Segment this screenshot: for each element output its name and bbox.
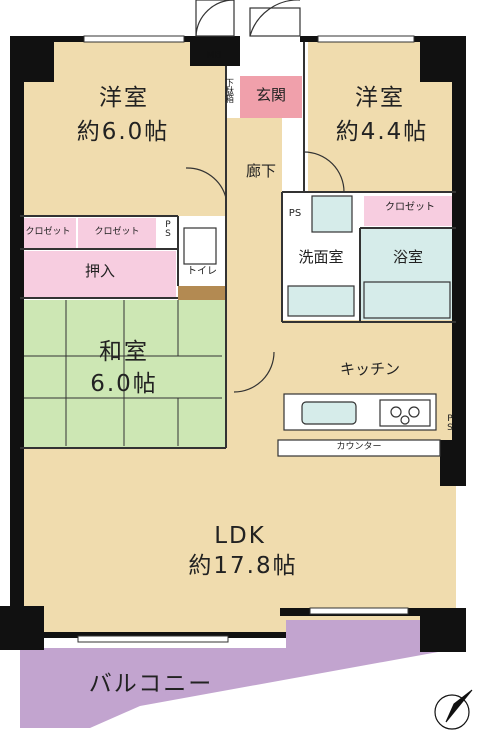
closet-3 (364, 196, 456, 226)
washroom-label: 洗面室 (298, 248, 344, 266)
western-room-1-size: 約6.0帖 (76, 119, 170, 145)
counter-label: カウンター (336, 442, 382, 452)
oshiire-label: 押入 (84, 262, 115, 280)
entrance-floor (240, 76, 302, 118)
corridor-floor (226, 118, 282, 448)
ldk-floor (20, 446, 456, 636)
bathroom-label: 浴室 (392, 248, 423, 266)
closet-1-label: クロゼット (25, 227, 71, 237)
western-room-1 (20, 42, 227, 216)
western-room-2-size: 約4.4帖 (335, 119, 429, 145)
japanese-room-name: 和室 (99, 339, 149, 365)
mb-label: MB (206, 50, 222, 61)
japanese-room-floor (20, 300, 226, 448)
closet-2-label: クロゼット (94, 227, 140, 237)
japanese-room-size: 6.0帖 (90, 371, 158, 397)
oshiire (20, 251, 176, 297)
toilet-label: トイレ (187, 266, 217, 277)
kitchen-label: キッチン (339, 360, 400, 378)
closet-3-label: クロゼット (385, 202, 435, 213)
ps-label-3: PS (445, 414, 455, 432)
western-room-2-name: 洋室 (355, 85, 405, 111)
corridor-label: 廊下 (245, 162, 276, 180)
shoe-box-label: 下駄箱 (223, 78, 233, 102)
tokonoma (178, 286, 226, 300)
balcony-label: バルコニー (88, 671, 214, 697)
entrance-label: 玄関 (255, 86, 286, 104)
ps-label-1: PS (163, 220, 173, 238)
ps-label-2: PS (288, 208, 302, 219)
compass-icon (434, 689, 473, 730)
ldk-name: LDK (214, 523, 266, 549)
closet-1 (20, 218, 76, 248)
balcony-floor (20, 620, 460, 728)
closet-2 (78, 218, 156, 248)
ldk-size: 約17.8帖 (188, 553, 298, 579)
western-room-1-name: 洋室 (99, 85, 149, 111)
